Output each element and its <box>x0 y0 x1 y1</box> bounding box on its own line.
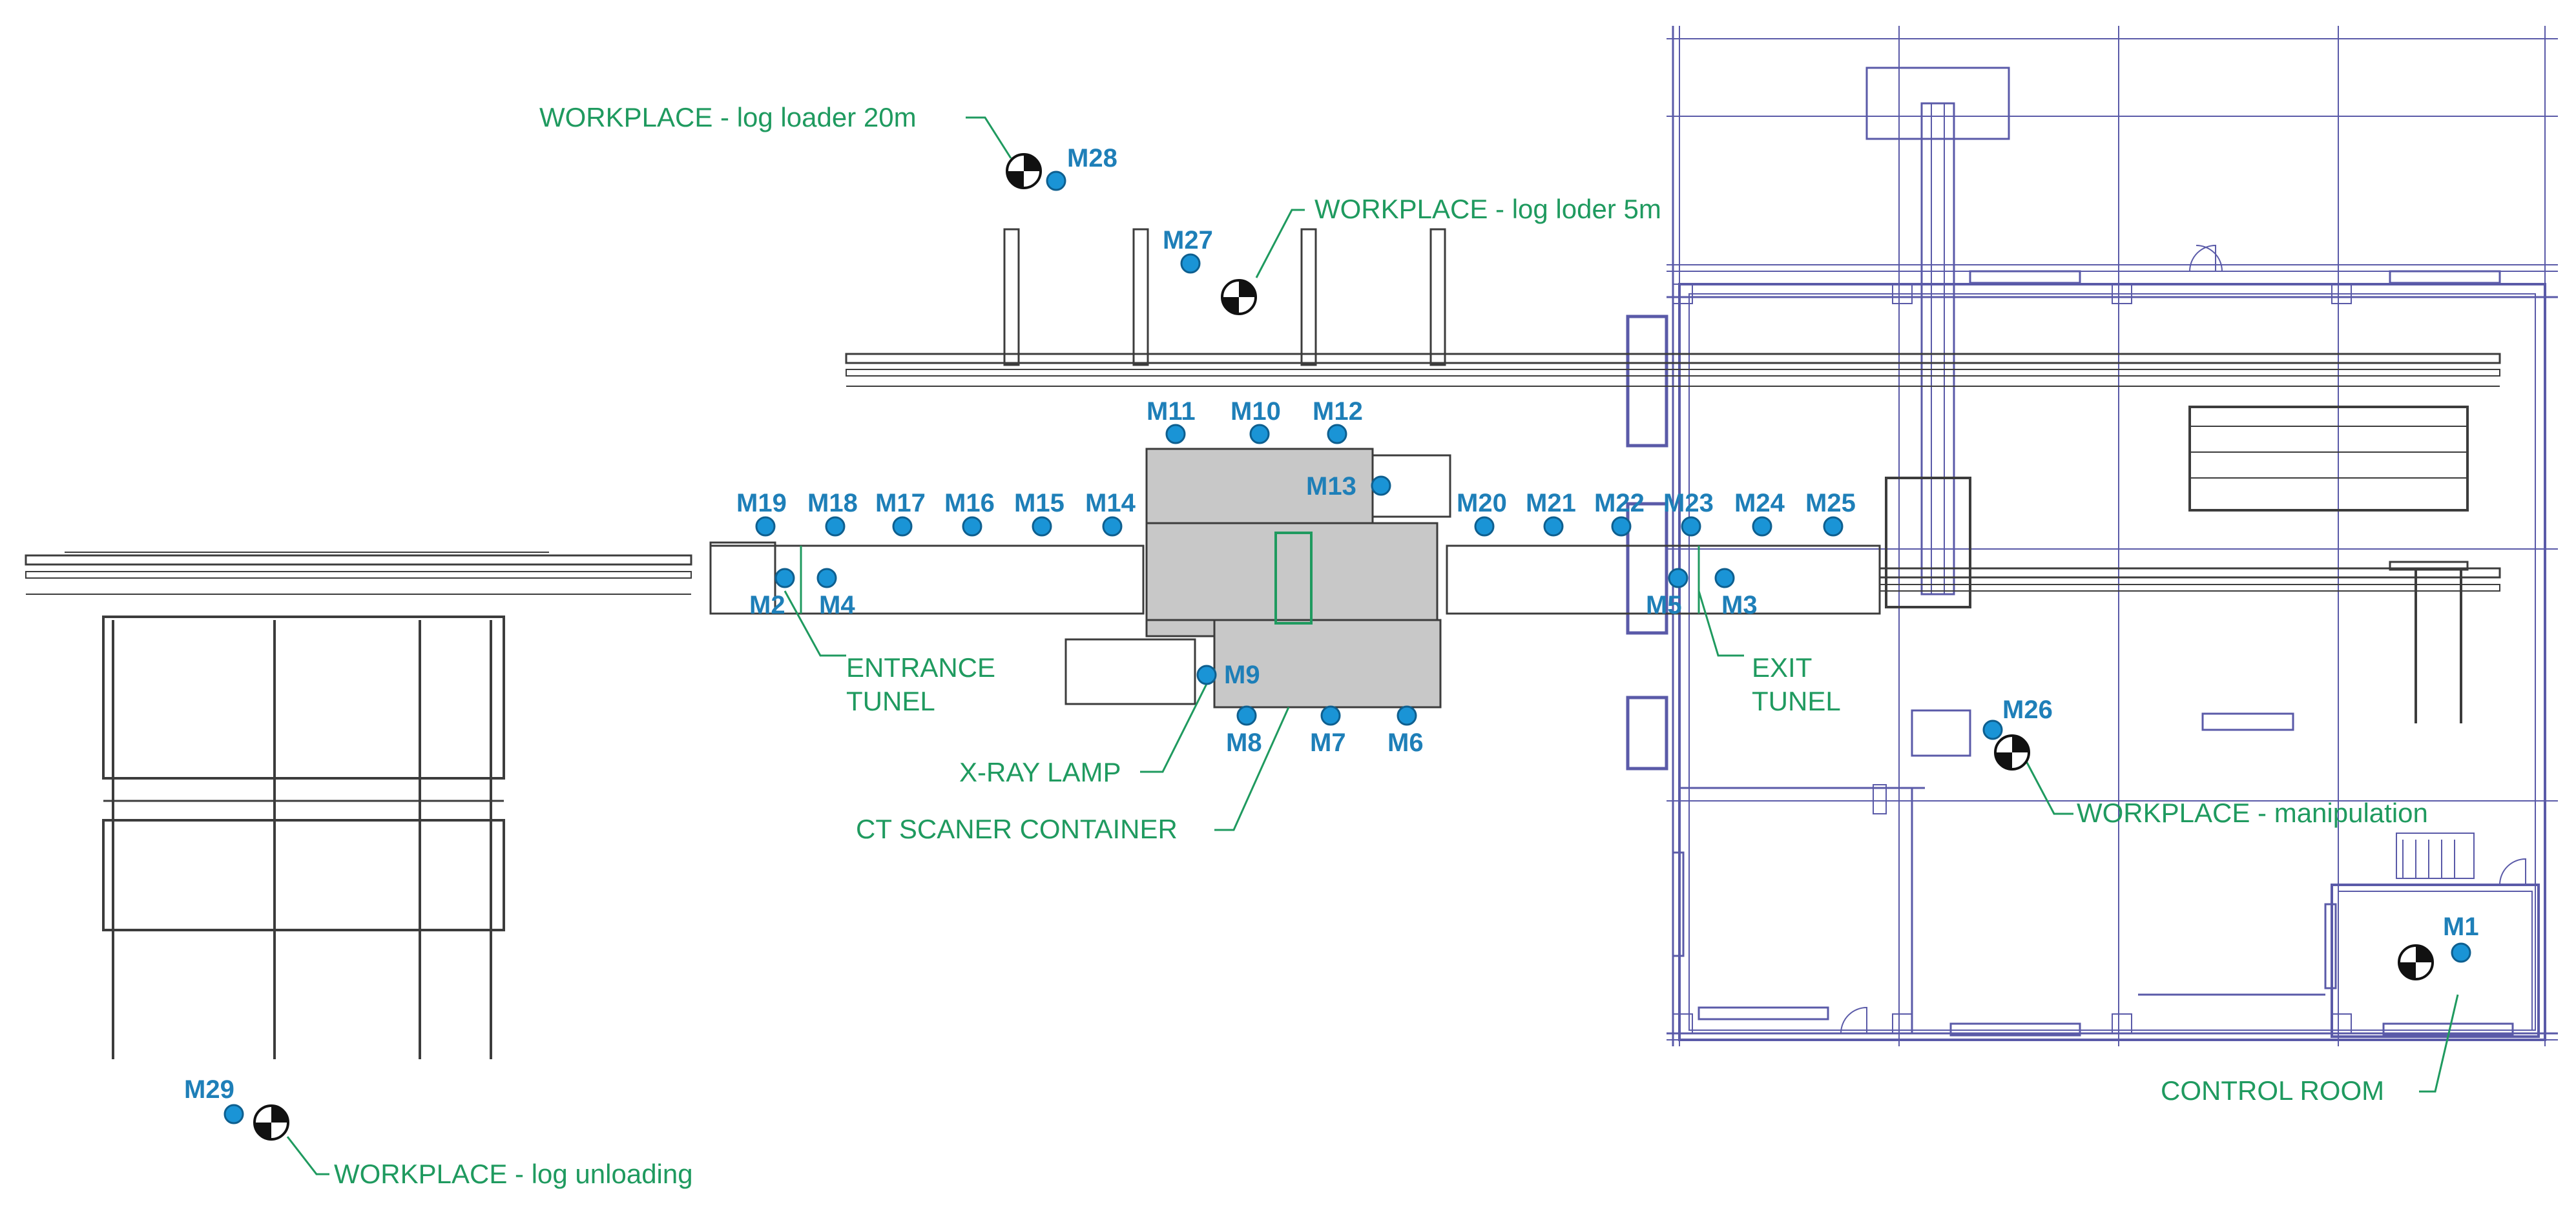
label-control-room: CONTROL ROOM <box>2161 1075 2384 1106</box>
measurement-point-icon <box>1249 424 1270 444</box>
tunnel-markers <box>800 546 1700 614</box>
label-entrance-tunel-line2: TUNEL <box>846 686 935 716</box>
measurement-point-icon <box>1681 516 1701 537</box>
measurement-point-icon <box>774 568 795 588</box>
point-label-m15: M15 <box>1014 489 1065 517</box>
point-label-m19: M19 <box>736 489 787 517</box>
measurement-point-icon <box>825 516 846 537</box>
label-workplace-log-loader-5m: WORKPLACE - log loder 5m <box>1314 194 1661 224</box>
point-label-m16: M16 <box>944 489 995 517</box>
left-storage-racks <box>102 616 505 1059</box>
label-workplace-log-loader-20m: WORKPLACE - log loader 20m <box>539 102 917 132</box>
measurement-point-icon <box>1714 568 1735 588</box>
measurement-point-icon <box>1474 516 1495 537</box>
point-label-m21: M21 <box>1526 489 1576 517</box>
measurement-point-icon <box>223 1104 244 1124</box>
point-label-m3: M3 <box>1721 591 1758 619</box>
workplace-target-icon <box>1994 734 2030 771</box>
measurement-point-icon <box>1165 424 1186 444</box>
measurement-point-icon <box>1397 705 1417 726</box>
upper-conveyor <box>845 228 2501 387</box>
point-label-m17: M17 <box>875 489 926 517</box>
point-label-m4: M4 <box>819 591 855 619</box>
label-exit-tunel-line1: EXIT <box>1752 652 1812 683</box>
label-ct-scaner-container: CT SCANER CONTAINER <box>856 814 1178 844</box>
measurement-point-icon <box>1823 516 1844 537</box>
ct-scanner-container <box>1065 448 1451 709</box>
measurement-point-icon <box>1046 171 1066 191</box>
point-label-m9: M9 <box>1224 661 1260 689</box>
scanner-line <box>709 477 2501 615</box>
measurement-point-icon <box>892 516 913 537</box>
point-label-m20: M20 <box>1457 489 1507 517</box>
point-label-m8: M8 <box>1226 729 1262 757</box>
workplace-target-icon <box>253 1104 289 1141</box>
point-label-m26: M26 <box>2002 696 2053 724</box>
measurement-point-icon <box>1327 424 1347 444</box>
point-label-m22: M22 <box>1594 489 1645 517</box>
point-label-m13: M13 <box>1306 472 1356 501</box>
point-label-m7: M7 <box>1310 729 1346 757</box>
measurement-point-icon <box>1032 516 1052 537</box>
point-label-m2: M2 <box>749 591 785 619</box>
point-label-m6: M6 <box>1387 729 1424 757</box>
leader-lines <box>286 116 2459 1175</box>
point-label-m24: M24 <box>1734 489 1785 517</box>
measurement-point-icon <box>1196 665 1217 685</box>
workplace-target-icon <box>1221 279 1257 315</box>
point-label-m29: M29 <box>184 1075 234 1104</box>
measurement-point-icon <box>816 568 837 588</box>
label-workplace-manipulation: WORKPLACE - manipulation <box>2077 798 2428 828</box>
measurement-point-icon <box>1982 719 2003 740</box>
label-workplace-log-unloading: WORKPLACE - log unloading <box>334 1159 693 1189</box>
measurement-points: M1 M2 M3 M4 M5 M6 M7 M8 M9 M10 M11 M12 M… <box>184 144 2479 1124</box>
workplace-target-icon <box>2398 944 2434 980</box>
point-label-m5: M5 <box>1646 591 1682 619</box>
building-outline <box>1626 26 2558 1046</box>
measurement-point-icon <box>1752 516 1772 537</box>
measurement-point-icon <box>1102 516 1123 537</box>
point-label-m14: M14 <box>1085 489 1136 517</box>
measurement-point-icon <box>1236 705 1257 726</box>
point-label-m11: M11 <box>1147 397 1196 426</box>
measurement-point-icon <box>755 516 776 537</box>
label-exit-tunel-line2: TUNEL <box>1752 686 1841 716</box>
right-storage-racks <box>2188 406 2469 723</box>
measurement-point-icon <box>1320 705 1341 726</box>
point-label-m23: M23 <box>1663 489 1714 517</box>
workplace-target-icon <box>1006 153 1042 189</box>
point-label-m12: M12 <box>1313 397 1363 426</box>
point-label-m18: M18 <box>807 489 858 517</box>
measurement-point-icon <box>2451 942 2471 963</box>
lower-left-conveyor <box>25 541 776 615</box>
point-label-m25: M25 <box>1805 489 1856 517</box>
point-label-m10: M10 <box>1231 397 1281 426</box>
point-label-m1: M1 <box>2443 913 2479 941</box>
measurement-point-icon <box>962 516 982 537</box>
point-label-m27: M27 <box>1163 226 1213 254</box>
label-entrance-tunel-line1: ENTRANCE <box>846 652 995 683</box>
measurement-point-icon <box>1371 475 1391 496</box>
measurement-point-icon <box>1611 516 1632 537</box>
measurement-point-icon <box>1180 253 1201 274</box>
measurement-point-icon <box>1668 568 1688 588</box>
measurement-point-icon <box>1543 516 1564 537</box>
point-label-m28: M28 <box>1067 144 1117 172</box>
label-xray-lamp: X-RAY LAMP <box>959 757 1121 787</box>
